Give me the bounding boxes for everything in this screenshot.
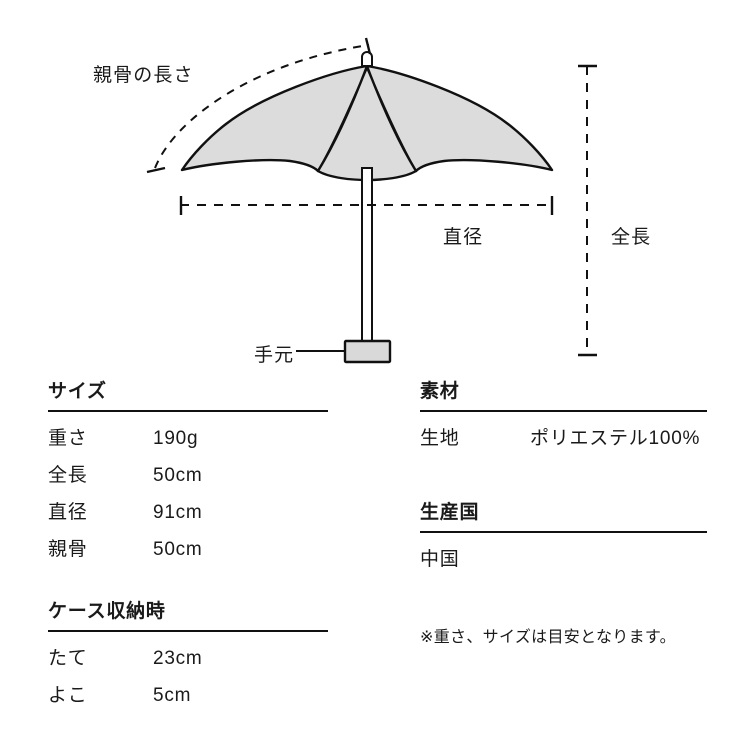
specifications: サイズ 重さ 190g 全長 50cm 直径 91cm <box>0 380 750 750</box>
label-diameter: 直径 <box>443 227 484 248</box>
case-section-rule <box>48 629 328 632</box>
rib-length-arc <box>154 44 370 169</box>
spec-column-left: サイズ 重さ 190g 全長 50cm 直径 91cm <box>48 380 328 712</box>
umbrella-finial <box>361 51 373 67</box>
case-table: たて 23cm よこ 5cm <box>48 638 328 712</box>
material-section-title: 素材 <box>420 381 460 402</box>
table-row: 重さ 190g <box>48 418 328 455</box>
rib-arc-tick-end <box>364 37 372 55</box>
table-row: よこ 5cm <box>48 675 328 712</box>
spec-key: 親骨 <box>48 538 88 560</box>
label-total-length: 全長 <box>611 227 652 248</box>
spec-column-right: 素材 生地 ポリエステル100% 生産国 中国 ※重さ、サイズは目安となります。 <box>420 380 707 647</box>
origin-value: 中国 <box>420 548 460 570</box>
case-section-title: ケース収納時 <box>48 600 166 622</box>
material-table: 生地 ポリエステル100% <box>420 418 707 455</box>
spacer <box>420 455 707 501</box>
spec-value: ポリエステル100% <box>530 427 701 449</box>
spacer <box>420 571 707 623</box>
table-row: 生地 ポリエステル100% <box>420 418 707 455</box>
label-handle: 手元 <box>254 345 295 366</box>
umbrella-diagram: 親骨の長さ 直径 全長 手元 <box>93 37 652 366</box>
canopy-seam-left <box>317 67 368 172</box>
size-section-rule <box>48 409 328 412</box>
spec-value: 91cm <box>153 501 203 523</box>
table-row: たて 23cm <box>48 638 328 675</box>
spec-value: 50cm <box>153 464 203 486</box>
umbrella-handle <box>343 339 392 364</box>
umbrella-illustration <box>146 37 597 364</box>
spec-value: 5cm <box>153 684 192 706</box>
table-row: 全長 50cm <box>48 455 328 492</box>
spec-footnote: ※重さ、サイズは目安となります。 <box>420 628 676 646</box>
spec-value: 23cm <box>153 647 203 669</box>
spacer <box>48 566 328 600</box>
canopy-seam-right <box>366 67 417 172</box>
spec-value: 50cm <box>153 538 203 560</box>
table-row: 直径 91cm <box>48 492 328 529</box>
spec-key: よこ <box>48 684 88 706</box>
case-section: ケース収納時 たて 23cm よこ 5cm <box>48 600 328 712</box>
spec-key: 生地 <box>420 427 460 449</box>
spec-key: たて <box>48 647 88 669</box>
table-row: 親骨 50cm <box>48 529 328 566</box>
origin-section-rule <box>420 530 707 533</box>
origin-section-title: 生産国 <box>420 501 480 523</box>
spec-value: 190g <box>153 427 199 449</box>
size-table: 重さ 190g 全長 50cm 直径 91cm 親骨 50cm <box>48 418 328 566</box>
label-rib-length: 親骨の長さ <box>93 65 194 86</box>
material-section-rule <box>420 409 707 412</box>
spec-key: 直径 <box>48 501 88 523</box>
origin-section: 生産国 中国 <box>420 501 707 571</box>
size-section-title: サイズ <box>48 381 107 402</box>
material-section: 素材 生地 ポリエステル100% <box>420 380 707 455</box>
size-section: サイズ 重さ 190g 全長 50cm 直径 91cm <box>48 380 328 566</box>
spec-key: 全長 <box>48 464 88 486</box>
rib-arc-tick-start <box>146 166 166 174</box>
spec-key: 重さ <box>48 427 88 449</box>
